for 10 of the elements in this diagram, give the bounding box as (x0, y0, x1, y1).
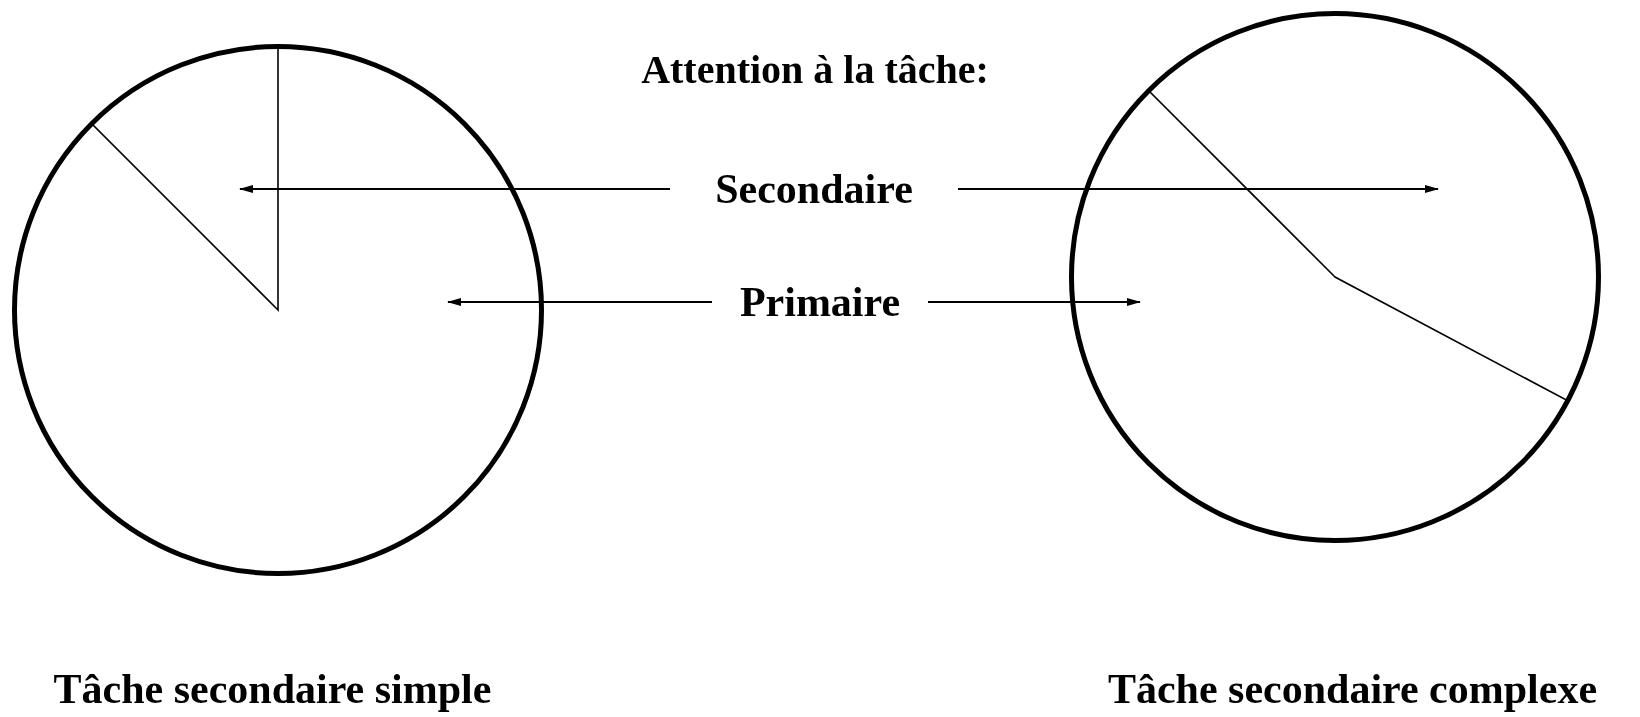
pie-sector (91, 46, 279, 311)
arrow (447, 298, 713, 306)
caption-text: Tâche secondaire simple (52, 668, 493, 710)
arrow (239, 185, 671, 193)
arrow (957, 185, 1439, 193)
arrow-label: Secondaire (715, 168, 913, 210)
title: Attention à la tâche: (640, 50, 990, 90)
arrow (927, 298, 1141, 306)
caption-text: Tâche secondaire complexe (1106, 668, 1599, 710)
arrow-label: Primaire (739, 281, 901, 323)
